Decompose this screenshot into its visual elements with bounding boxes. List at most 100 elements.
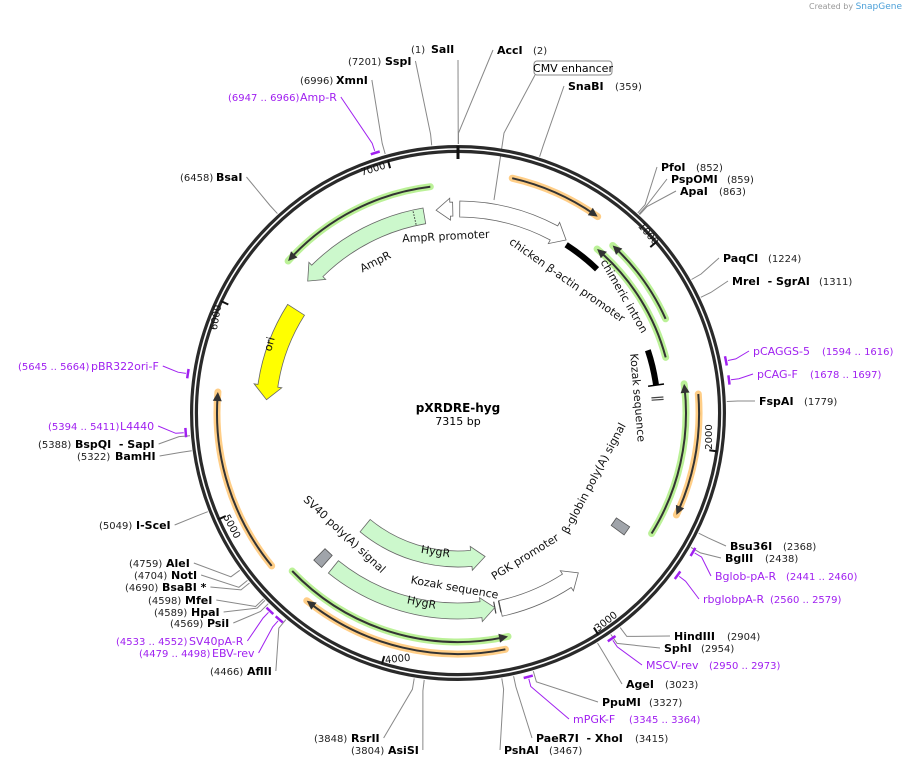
enzyme-site[interactable]: (852)PfoI [661, 161, 723, 174]
primer-leader [258, 620, 279, 654]
leader-line [383, 678, 415, 739]
primer-mark [370, 150, 381, 156]
site-labels: (2)AccI (359)SnaBI (852)PfoI(859)PspOMI(86… [18, 43, 894, 757]
enzyme-position: (3023) [665, 680, 698, 691]
primer-site[interactable]: (3345 .. 3364)mPGK-F [523, 674, 701, 726]
feature-ampr[interactable] [307, 207, 427, 282]
primer-site[interactable]: (2950 .. 2973)MSCV-rev [607, 634, 781, 672]
feature-pgk-promoter[interactable] [498, 570, 579, 617]
orf-arc [303, 597, 509, 658]
enzyme-name: HpaI [191, 606, 220, 619]
primer-mark [184, 427, 188, 438]
enzyme-site[interactable]: (2438)BglII [725, 552, 798, 565]
enzyme-site[interactable]: (4589)HpaI [154, 606, 220, 619]
enzyme-site[interactable]: (3848)RsrII [314, 732, 380, 745]
enzyme-position: (3327) [649, 698, 682, 709]
primer-site[interactable]: (2441 .. 2460)Bglob-pA-R [689, 547, 858, 583]
leader-line [216, 598, 264, 608]
cmv-enhancer-callout[interactable]: CMV enhancer [533, 60, 613, 76]
enzyme-site[interactable]: (1311)MreI - SgrAI [732, 275, 852, 288]
feature-kozak-sequence[interactable] [651, 396, 664, 401]
ring-tick-mark [218, 515, 227, 521]
enzyme-site[interactable]: (4690)BsaBI * [125, 581, 207, 594]
enzyme-site[interactable]: (4704)NotI [134, 569, 197, 582]
feature-hygr[interactable] [359, 518, 486, 572]
enzyme-position: (5322) [77, 452, 110, 463]
primer-site[interactable]: (4479 .. 4498)EBV-rev [139, 615, 284, 660]
orf-arrowhead [212, 392, 222, 402]
enzyme-position: (4466) [210, 667, 243, 678]
enzyme-position: (4569) [170, 619, 203, 630]
enzyme-site[interactable]: (2904)HindIII [674, 630, 760, 643]
enzyme-site[interactable]: (4598)MfeI [148, 594, 212, 607]
enzyme-site[interactable]: (5322)BamHI [77, 450, 156, 463]
enzyme-site[interactable]: (5049)I-SceI [99, 519, 171, 532]
enzyme-name: PpuMI [602, 696, 641, 709]
feature-label: PGK promoter [489, 531, 562, 583]
enzyme-position: (6458) [180, 173, 213, 184]
enzyme-site[interactable]: (863)ApaI [680, 185, 746, 198]
feature-sv40-poly-a-signal[interactable] [313, 548, 333, 568]
enzyme-position: (2904) [727, 632, 760, 643]
primer-mark [265, 606, 275, 616]
enzyme-site[interactable]: (2954)SphI [664, 642, 734, 655]
leader-line [422, 679, 425, 751]
snapgene-credit: Created by SnapGene [809, 2, 902, 12]
feature-hygr[interactable] [327, 560, 496, 623]
ring-tick-label: 2000 [704, 424, 715, 449]
enzyme-site[interactable]: (4759)AleI [129, 557, 190, 570]
enzyme-site[interactable]: (3415)PaeR7I - XhoI [536, 732, 668, 745]
leader-line [200, 574, 248, 588]
feature-ampr-promoter[interactable] [435, 197, 454, 221]
enzyme-position: (4759) [129, 559, 162, 570]
orf-arc [593, 245, 670, 361]
enzyme-site[interactable]: (7201)SspI [348, 55, 411, 68]
orf-arrowhead [675, 504, 685, 515]
primer-site[interactable]: (2560 .. 2579)rbglobpA-R [673, 570, 842, 606]
primer-leader [246, 611, 269, 642]
enzyme-site[interactable]: (3023)AgeI [626, 678, 698, 691]
primer-mark [523, 674, 534, 680]
enzyme-site[interactable]: (2368)Bsu36I [730, 540, 816, 553]
leader-line [539, 85, 565, 157]
feature-chicken-actin-promoter[interactable] [459, 200, 567, 245]
primer-mark [607, 634, 617, 643]
enzyme-position: (1224) [768, 254, 801, 265]
enzyme-site[interactable]: (3327) PpuMI [602, 696, 682, 709]
enzyme-site[interactable]: (859)PspOMI [671, 173, 754, 186]
enzyme-site[interactable]: (6458)BsaI [180, 171, 242, 184]
primer-site[interactable]: (6947 .. 6966)Amp-R [228, 91, 381, 156]
callout-box [533, 60, 613, 76]
enzyme-position: (2438) [765, 554, 798, 565]
enzyme-site[interactable]: (3467)PshAI [504, 744, 582, 757]
primer-site[interactable]: (4533 .. 4552)SV40pA-R [116, 606, 275, 648]
enzyme-site[interactable]: (5388)BspQI - SapI [38, 438, 155, 451]
feature--globin-poly-a-signal[interactable] [610, 517, 631, 536]
primer-site[interactable]: (5645 .. 5664)pBR322ori-F [18, 360, 190, 379]
ring-tick-mark [593, 627, 600, 635]
enzyme-site[interactable]: (6996)XmnI [300, 74, 368, 87]
orf-arrowhead [498, 633, 508, 643]
enzyme-site[interactable]: (3804)AsiSI [351, 744, 419, 757]
enzyme-name: SnaBI [568, 80, 604, 93]
primer-site[interactable]: (5394 .. 5411)L4440 [48, 420, 188, 438]
enzyme-site[interactable]: (4569)PsiI [170, 617, 229, 630]
feature-ori[interactable] [253, 303, 306, 401]
primer-site[interactable]: (1678 .. 1697)pCAG-F [727, 368, 882, 385]
enzyme-site[interactable]: (2)AccI [497, 44, 547, 57]
enzyme-site[interactable]: (1779)FspAI [759, 395, 837, 408]
orf-arrowhead [288, 251, 298, 261]
enzyme-site[interactable]: (359)SnaBI [568, 80, 642, 93]
enzyme-position: (852) [696, 163, 723, 174]
enzyme-site[interactable]: (1)SalI [411, 43, 454, 56]
enzyme-name: AflII [247, 665, 272, 678]
enzyme-position: (5049) [99, 521, 132, 532]
enzyme-site[interactable]: (4466) AflII [210, 665, 272, 678]
enzyme-name: Bsu36I [730, 540, 772, 553]
feature-chimeric-intron[interactable] [564, 242, 665, 387]
enzyme-name: FspAI [759, 395, 794, 408]
enzyme-site[interactable]: (1224)PaqCI [723, 252, 801, 265]
primer-site[interactable]: (1594 .. 1616)pCAGGS-5 [723, 345, 894, 366]
orf-arc [648, 380, 690, 537]
